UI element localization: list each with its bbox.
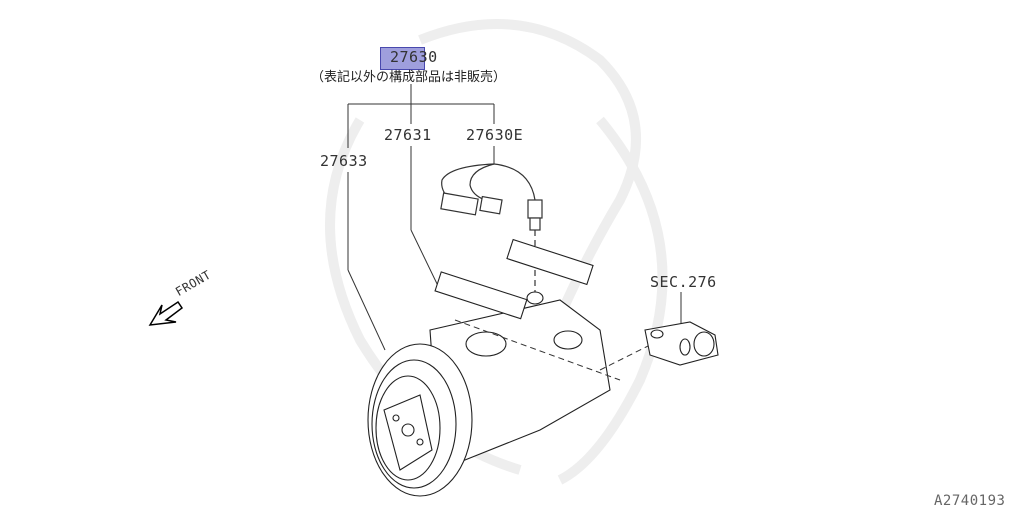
fitting-sec276 bbox=[644, 321, 719, 366]
section-ref-label[interactable]: SEC.276 bbox=[650, 273, 717, 291]
part-label-27633[interactable]: 27633 bbox=[320, 152, 368, 170]
part-label-27630E[interactable]: 27630E bbox=[466, 126, 524, 144]
figure-id: A2740193 bbox=[934, 493, 1006, 509]
compressor-27633 bbox=[367, 238, 611, 497]
assembly-note: （表記以外の構成部品は非販売） bbox=[311, 70, 507, 85]
part-label-27630[interactable]: 27630 bbox=[390, 48, 438, 66]
front-arrow-icon bbox=[148, 300, 184, 326]
assembly-highlight[interactable] bbox=[380, 47, 425, 70]
part-label-27631[interactable]: 27631 bbox=[384, 126, 432, 144]
harness-27630E bbox=[440, 163, 543, 300]
